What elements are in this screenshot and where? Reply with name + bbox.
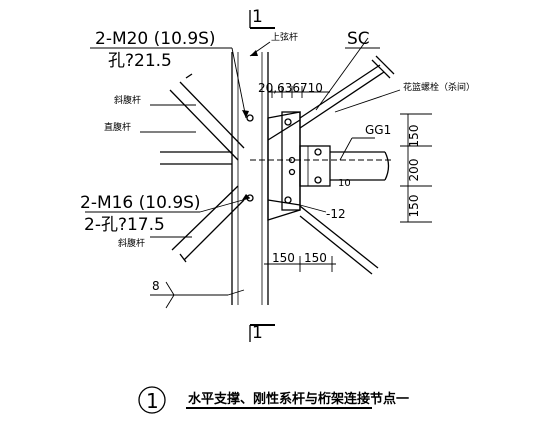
turnbuckle-label: 花篮螺栓（杀间） [403, 81, 475, 93]
diagonal-web-lower [171, 185, 245, 263]
bolt-m20-label: 2-M20 (10.9S) [95, 29, 216, 49]
sc-brace-upper [299, 55, 395, 129]
horizontal-dimension-chain [264, 256, 336, 272]
caption-number: 1 [146, 389, 159, 413]
vertical-web-label: 直腹杆 [104, 121, 131, 133]
dim-h-150-left: 150 [272, 251, 295, 265]
small-dims-label: 20,636710 [258, 81, 323, 95]
dim-h-150-right: 150 [304, 251, 327, 265]
bolt-m16-label: 2-M16 (10.9S) [80, 193, 201, 213]
gg1-label: GG1 [365, 123, 391, 137]
caption-title: 水平支撑、刚性系杆与桁架连接节点一 [188, 391, 409, 407]
gg1-rigid-tie [299, 145, 390, 187]
section-cut-bottom [249, 324, 275, 342]
hole-21-5-label: 孔?21.5 [108, 51, 172, 71]
vertical-dimension-chain [400, 113, 432, 223]
diagonal-web-upper-label: 斜腹杆 [114, 94, 141, 106]
gusset-plate [267, 111, 301, 221]
bolt-holes [246, 114, 322, 204]
leader-lines [85, 37, 401, 238]
diagonal-web-lower-label: 斜腹杆 [118, 237, 145, 249]
dim-v-150-top: 150 [407, 125, 421, 148]
dim-v-150-bottom: 150 [407, 195, 421, 218]
dim-v-200: 200 [407, 159, 421, 182]
caption-circle [138, 386, 166, 414]
weld-symbol [150, 281, 245, 309]
sc-label: SC [347, 29, 370, 49]
section-cut-top [249, 10, 275, 29]
section-mark-top: 1 [252, 7, 263, 27]
arrowheads [242, 50, 258, 200]
upper-chord-label: 上弦杆 [271, 31, 298, 43]
section-mark-bottom: 1 [252, 323, 263, 343]
ten-label: 10 [338, 178, 351, 189]
hole-17-5-label: 2-孔?17.5 [84, 215, 165, 235]
diagonal-web-upper [169, 73, 245, 161]
plate-12-label: -12 [326, 207, 346, 221]
vertical-web-member [160, 151, 232, 165]
weld-size-label: 8 [152, 279, 160, 293]
sc-brace-lower [299, 205, 379, 275]
